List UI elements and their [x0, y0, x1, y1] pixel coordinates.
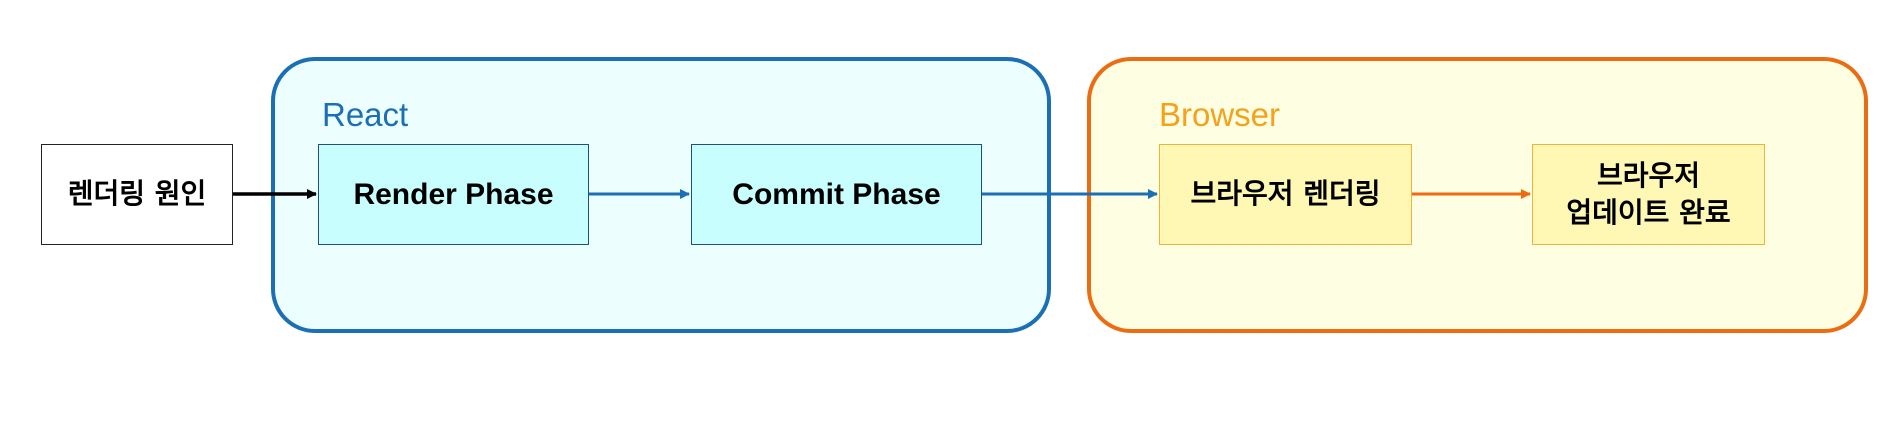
browser-rendering-node: 브라우저 렌더링	[1159, 144, 1412, 245]
browser-group-label: Browser	[1159, 96, 1281, 133]
render-phase-node: Render Phase	[318, 144, 589, 245]
commit-phase-node: Commit Phase	[691, 144, 982, 245]
react-group-label: React	[322, 96, 409, 133]
rendering-cause-node: 렌더링 원인	[41, 144, 233, 245]
browser-update-done-node: 브라우저 업데이트 완료	[1532, 144, 1765, 245]
